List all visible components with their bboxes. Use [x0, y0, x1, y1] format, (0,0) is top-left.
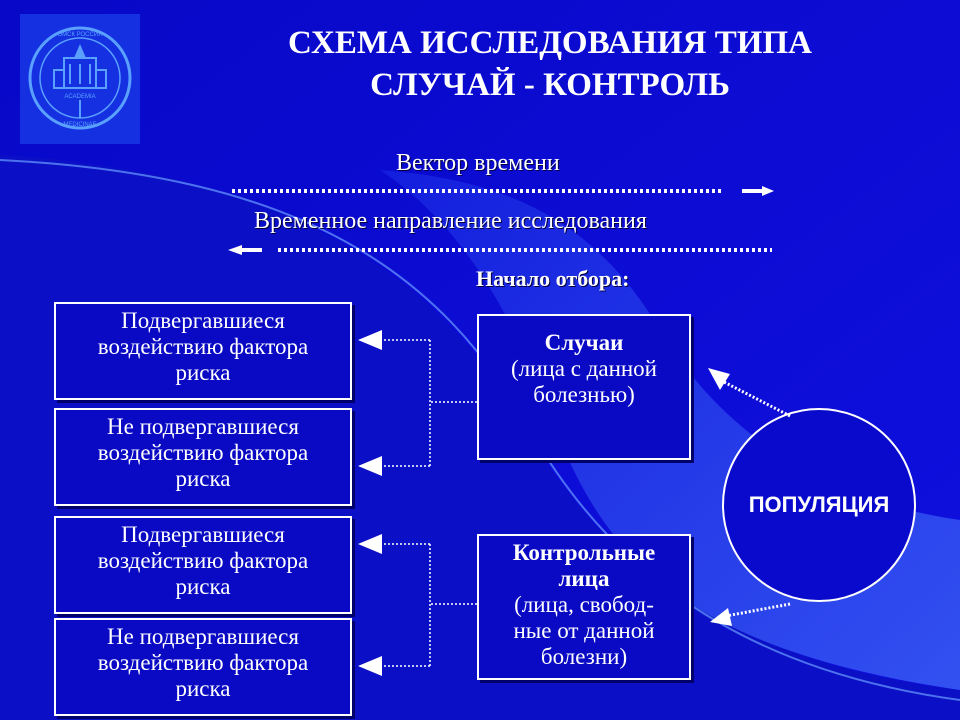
academy-logo: ОМСК РОССИЯ ACADEMIA MEDICINAE [20, 14, 140, 144]
population-label: ПОПУЛЯЦИЯ [748, 492, 890, 517]
controls-line-1: (лица, свобод- [514, 592, 654, 617]
controls-title-1: Контрольные [512, 540, 656, 565]
controls-box: Контрольные лица (лица, свобод- ные от д… [477, 534, 691, 680]
cases-line-1: (лица с данной [510, 356, 657, 381]
logo-text-mid: ACADEMIA [64, 94, 95, 100]
box-line: Подвергавшиеся [121, 308, 285, 333]
controls-title-2: лица [558, 566, 610, 591]
population-circle: ПОПУЛЯЦИЯ [722, 408, 916, 602]
cases-box: Случаи (лица с данной болезнью) [477, 314, 691, 460]
unexposed-box-cases: Не подвергавшиеся воздействию фактора ри… [54, 408, 352, 506]
box-line: воздействию фактора [97, 334, 309, 359]
box-line: Не подвергавшиеся [107, 624, 299, 649]
controls-line-3: болезни) [540, 644, 628, 669]
exposed-box-cases: Подвергавшиеся воздействию фактора риска [54, 302, 352, 400]
slide-title: СХЕМА ИССЛЕДОВАНИЯ ТИПА СЛУЧАЙ - КОНТРОЛ… [220, 22, 880, 106]
title-line-1: СХЕМА ИССЛЕДОВАНИЯ ТИПА [288, 25, 812, 61]
box-line: Подвергавшиеся [121, 522, 285, 547]
box-line: Не подвергавшиеся [107, 414, 299, 439]
logo-text-top: ОМСК РОССИЯ [57, 32, 102, 38]
unexposed-box-controls: Не подвергавшиеся воздействию фактора ри… [54, 618, 352, 716]
cases-title: Случаи [544, 330, 624, 355]
box-line: риска [175, 466, 231, 491]
study-direction-label: Временное направление исследования [254, 208, 647, 234]
box-line: риска [175, 676, 231, 701]
logo-text-bottom: MEDICINAE [63, 122, 96, 128]
controls-line-2: ные от данной [513, 618, 655, 643]
box-line: воздействию фактора [97, 440, 309, 465]
time-vector-label: Вектор времени [396, 150, 560, 176]
title-line-2: СЛУЧАЙ - КОНТРОЛЬ [370, 67, 730, 103]
box-line: воздействию фактора [97, 650, 309, 675]
box-line: риска [175, 360, 231, 385]
selection-start-label: Начало отбора: [476, 266, 630, 291]
box-line: воздействию фактора [97, 548, 309, 573]
cases-line-2: болезнью) [533, 382, 635, 407]
exposed-box-controls: Подвергавшиеся воздействию фактора риска [54, 516, 352, 614]
box-line: риска [175, 574, 231, 599]
